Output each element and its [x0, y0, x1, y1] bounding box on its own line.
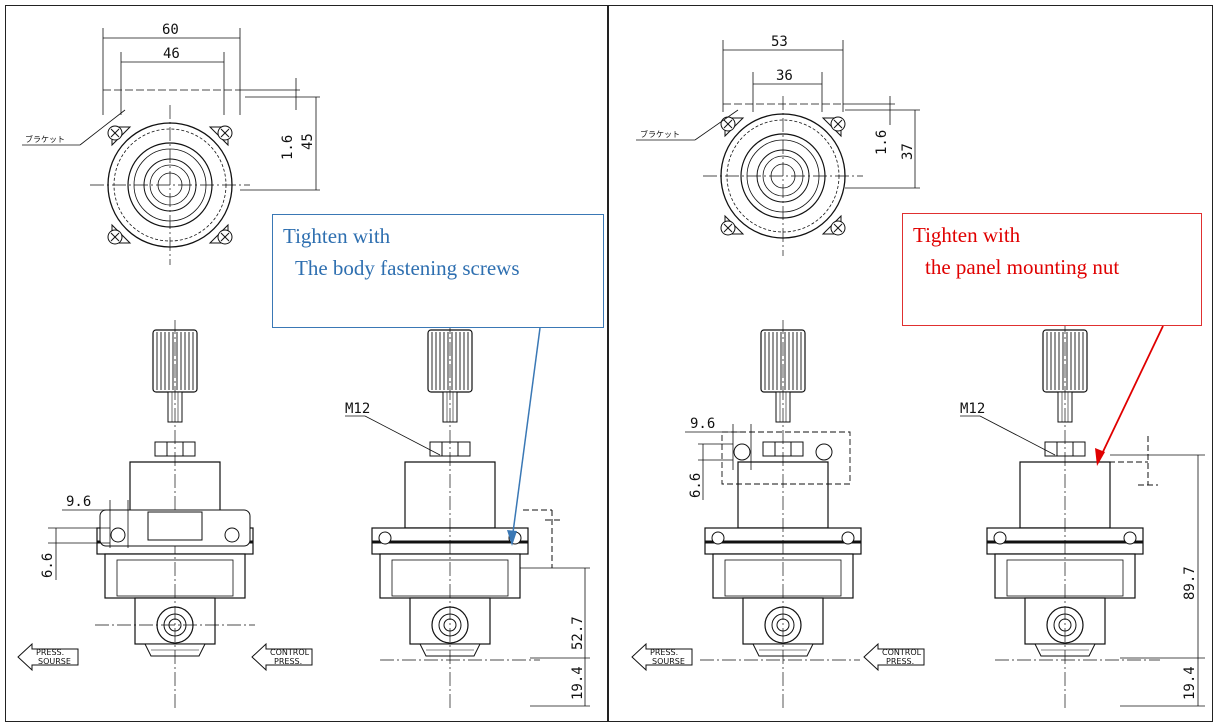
left-press-source-2: SOURSE — [38, 657, 71, 666]
right-top-view — [702, 95, 864, 257]
right-dim-53: 53 — [771, 34, 788, 50]
left-top-dimensions — [22, 28, 320, 191]
right-dim-89-7: 89.7 — [1182, 566, 1198, 600]
left-callout-line2: The body fastening screws — [295, 255, 520, 280]
right-dim-19-4: 19.4 — [1182, 666, 1198, 700]
left-bracket-label: ブラケット — [25, 134, 65, 144]
right-bracket-label: ブラケット — [640, 129, 680, 139]
left-dim-19-4: 19.4 — [570, 666, 586, 700]
left-side-view — [370, 320, 562, 710]
right-dim-36: 36 — [776, 68, 793, 84]
left-callout-box: Tighten with The body fastening screws — [272, 214, 604, 328]
right-dim-1-6: 1.6 — [874, 130, 890, 155]
right-callout-line1: Tighten with — [913, 223, 1021, 247]
left-dim-45: 45 — [300, 133, 316, 150]
left-dim-60: 60 — [162, 22, 179, 38]
left-dim-46: 46 — [163, 46, 180, 62]
right-front-dimensions — [685, 424, 752, 500]
drawing-frame — [5, 5, 1213, 722]
left-dim-52-7: 52.7 — [570, 616, 586, 650]
right-dim-6-6: 6.6 — [688, 473, 704, 498]
left-top-view — [89, 104, 251, 266]
left-control-press-2: PRESS. — [274, 657, 302, 666]
panel-divider — [607, 5, 609, 722]
right-side-view — [985, 320, 1160, 710]
left-press-source-1: PRESS. — [36, 648, 64, 657]
right-press-source-1: PRESS. — [650, 648, 678, 657]
right-control-press-1: CONTROL — [882, 648, 922, 657]
right-callout-box: Tighten with the panel mounting nut — [902, 213, 1202, 326]
left-callout-arrow — [507, 327, 541, 546]
left-front-view — [95, 320, 255, 710]
left-dim-6-6: 6.6 — [40, 553, 56, 578]
left-front-dimensions — [48, 500, 129, 580]
right-press-source-2: SOURSE — [652, 657, 685, 666]
left-dim-m12: M12 — [345, 401, 370, 417]
right-dim-m12: M12 — [960, 401, 985, 417]
left-dim-1-6: 1.6 — [280, 135, 296, 160]
right-front-view — [700, 320, 863, 710]
left-side-dimensions — [345, 415, 590, 707]
right-dim-37: 37 — [900, 143, 916, 160]
right-dim-9-6: 9.6 — [690, 416, 715, 432]
right-control-press-2: PRESS. — [886, 657, 914, 666]
right-top-dimensions — [636, 40, 920, 189]
left-dim-9-6: 9.6 — [66, 494, 91, 510]
left-callout-line1: Tighten with — [283, 224, 391, 248]
left-control-press-1: CONTROL — [270, 648, 310, 657]
right-side-dimensions — [960, 415, 1205, 707]
right-callout-arrow — [1095, 325, 1164, 466]
right-callout-line2: the panel mounting nut — [925, 254, 1120, 279]
